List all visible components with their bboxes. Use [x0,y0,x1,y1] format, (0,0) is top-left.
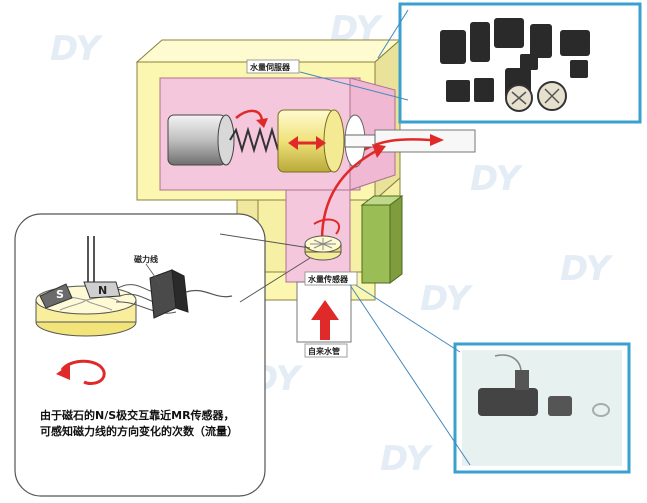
flux-line-label: 磁力线 [134,254,158,264]
arrowhead-icon [316,136,326,150]
arrowhead-icon [372,144,386,158]
leader-line [377,9,409,59]
watermark: DY [50,29,104,69]
leader-line [349,284,471,466]
product-photo-panel [398,2,642,124]
rotation-arrow-icon [313,218,341,235]
watermark: DY [380,439,434,479]
up-arrow-icon [320,318,330,340]
sensor-housing-photo [478,388,538,416]
valve-label-box [246,59,300,74]
screw-spring [229,126,279,154]
valve-piston [277,109,345,173]
flow-arrow-icon [320,148,379,241]
rotation-arrow-icon [235,109,264,123]
sensor-label-box [304,271,358,286]
pipe-label-box [304,343,348,358]
mr-sensor-block [360,195,404,284]
servo-parts-photo [440,18,590,102]
magnet-rotor-photo [548,396,572,416]
leader-line [239,257,311,303]
watermark-layer: DY DY DY DY DY DY DY DY [50,9,614,479]
sensor-photo-panel [453,342,631,474]
sensor-label: 水量传感器 [307,274,349,284]
arrowhead-icon [256,118,268,128]
turbine-small [304,235,342,261]
outlet-pipe [359,129,476,154]
sensor-detail-panel: S N 磁力线 [14,213,311,497]
valve-label: 水量伺服器 [249,62,291,72]
inlet-pipe [296,281,352,343]
watermark: DY [470,159,524,199]
leader-line [339,274,461,353]
magnet-s-label: S [56,288,64,301]
o-ring-photo [592,403,610,417]
tap-water-label: 自来水管 [308,346,340,356]
watermark: DY [420,279,474,319]
leader-line [219,233,311,249]
magnet-s-pole [39,283,73,309]
leader-line [145,263,161,285]
arrowhead-icon [311,300,339,320]
flow-explanation-text: 由于磁石的N/S极交互靠近MR传感器，可感知磁力线的方向变化的次数（流量） [40,409,238,438]
magnet-turbine: S N [35,281,137,337]
servo-motor [167,114,235,166]
watermark: DY [560,249,614,289]
rotation-arrow-icon [60,359,106,386]
magnet-n-label: N [98,284,107,297]
leader-line [299,71,409,101]
arrowhead-icon [56,364,70,380]
mr-sensor-chip [149,269,233,319]
arrowhead-icon [288,136,298,150]
